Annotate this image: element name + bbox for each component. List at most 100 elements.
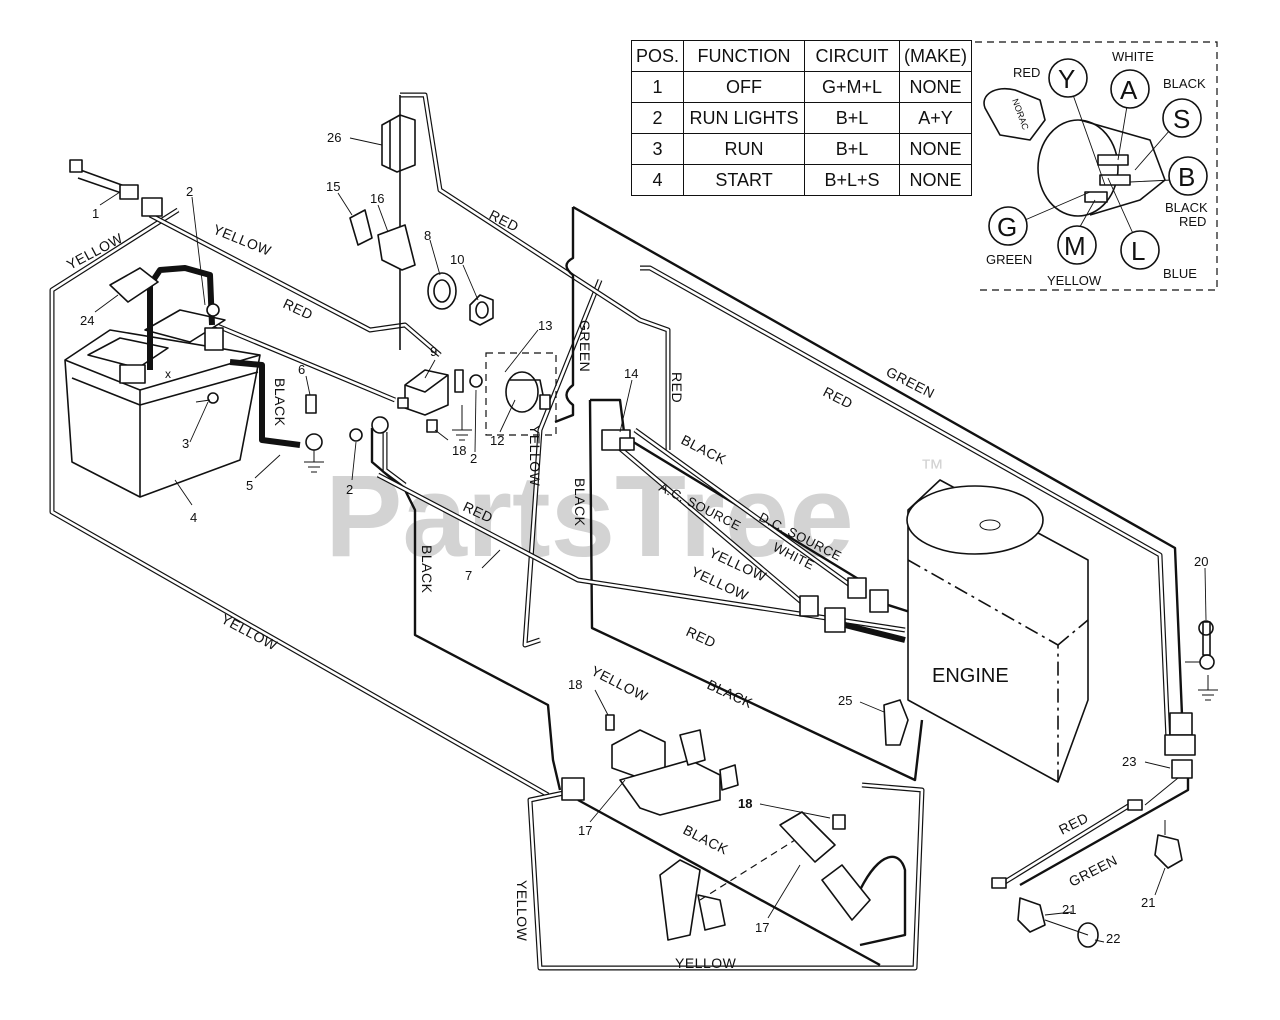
callout-15: 15	[326, 179, 340, 194]
cell-pos: 2	[630, 102, 685, 134]
terminal-g-color: GREEN	[986, 252, 1032, 267]
cell-circuit: B+L	[804, 102, 901, 134]
ignition-key-diagram: NORAC Y A S B G M L RED WHITE BLACK BLAC…	[975, 41, 1218, 291]
header-function: FUNCTION	[683, 40, 806, 72]
callout-17b: 17	[755, 920, 769, 935]
callout-26: 26	[327, 130, 341, 145]
callout-14: 14	[624, 366, 638, 381]
bolts	[206, 303, 1214, 830]
cell-make: NONE	[899, 71, 973, 103]
header-pos: POS.	[630, 40, 685, 72]
terminal-l-color: BLUE	[1163, 266, 1197, 281]
svg-text:BLACK: BLACK	[419, 545, 435, 594]
callout-9: 9	[430, 344, 437, 359]
callout-24: 24	[80, 313, 94, 328]
switch-17-upper	[561, 729, 739, 816]
terminal-s-color: BLACK	[1163, 76, 1206, 91]
svg-text:GREEN: GREEN	[577, 320, 593, 372]
cell-pos: 1	[630, 71, 685, 103]
callout-10: 10	[450, 252, 464, 267]
callout-17a: 17	[578, 823, 592, 838]
terminal-a-color: WHITE	[1112, 49, 1154, 64]
terminal-b-color-2: RED	[1179, 214, 1206, 229]
callout-8: 8	[424, 228, 431, 243]
connector-14	[601, 429, 635, 451]
callout-16: 16	[370, 191, 384, 206]
engine-block: ENGINE	[906, 479, 1089, 783]
callouts: 1 2 3 4 5 6 7 8 9 10 12 13 2 2 14 15 16 …	[80, 130, 1208, 946]
terminal-a: A	[1120, 75, 1138, 105]
cell-make: NONE	[899, 164, 973, 196]
cell-function: START	[683, 164, 806, 196]
table-header-row: POS. FUNCTION CIRCUIT (MAKE)	[630, 40, 973, 72]
switch-position-table: POS. FUNCTION CIRCUIT (MAKE) 1 OFF G+M+L…	[630, 40, 973, 196]
svg-text:YELLOW: YELLOW	[527, 425, 543, 487]
terminal-m-color: YELLOW	[1047, 273, 1102, 288]
terminal-y: Y	[1058, 64, 1075, 94]
battery: x	[64, 309, 261, 498]
red-wire-top	[400, 92, 1171, 741]
callout-2a: 2	[186, 184, 193, 199]
callout-25: 25	[838, 693, 852, 708]
svg-text:RED: RED	[684, 623, 719, 651]
table-row: 1 OFF G+M+L NONE	[630, 71, 973, 103]
callout-18a: 18	[452, 443, 466, 458]
callout-22: 22	[1106, 931, 1120, 946]
cell-function: OFF	[683, 71, 806, 103]
ground-symbols	[304, 405, 1218, 701]
svg-text:YELLOW: YELLOW	[514, 880, 530, 942]
svg-text:BLACK: BLACK	[681, 821, 732, 857]
cell-pos: 3	[630, 133, 685, 165]
svg-text:BLACK: BLACK	[272, 378, 288, 427]
nuts	[427, 272, 494, 326]
cell-circuit: B+L+S	[804, 164, 901, 196]
svg-text:RED: RED	[669, 372, 685, 403]
callout-20: 20	[1194, 554, 1208, 569]
svg-text:BLACK: BLACK	[572, 478, 588, 527]
callout-21a: 21	[1062, 902, 1076, 917]
callout-12: 12	[490, 433, 504, 448]
header-circuit: CIRCUIT	[804, 40, 901, 72]
svg-text:YELLOW: YELLOW	[219, 611, 281, 654]
cell-function: RUN	[683, 133, 806, 165]
callout-5: 5	[246, 478, 253, 493]
callout-2c: 2	[346, 482, 353, 497]
terminal-m: M	[1064, 231, 1086, 261]
cell-pos: 4	[630, 164, 685, 196]
svg-text:x: x	[165, 367, 171, 381]
terminal-g: G	[997, 212, 1017, 242]
svg-text:YELLOW: YELLOW	[675, 955, 737, 971]
part-25	[883, 699, 909, 746]
callout-18c: 18	[738, 796, 752, 811]
header-make: (MAKE)	[899, 40, 973, 72]
callout-7: 7	[465, 568, 472, 583]
callout-3: 3	[182, 436, 189, 451]
part-24	[109, 267, 159, 303]
svg-text:YELLOW: YELLOW	[589, 662, 651, 704]
cell-make: A+Y	[899, 102, 973, 134]
table-row: 3 RUN B+L NONE	[630, 133, 973, 165]
terminal-s: S	[1173, 104, 1190, 134]
cell-circuit: G+M+L	[804, 71, 901, 103]
cell-make: NONE	[899, 133, 973, 165]
watermark-trademark: ™	[920, 455, 944, 482]
callout-4: 4	[190, 510, 197, 525]
connector-1	[69, 159, 163, 217]
switch-17-lower	[659, 811, 871, 941]
part-16	[377, 224, 416, 271]
callout-21b: 21	[1141, 895, 1155, 910]
terminal-b: B	[1178, 162, 1195, 192]
svg-text:RED: RED	[821, 383, 856, 411]
callout-13: 13	[538, 318, 552, 333]
cell-circuit: B+L	[804, 133, 901, 165]
callout-6: 6	[298, 362, 305, 377]
battery-ground-cable	[229, 359, 301, 448]
callout-2b: 2	[470, 451, 477, 466]
svg-text:GREEN: GREEN	[884, 363, 938, 401]
part-15	[349, 209, 373, 246]
table-row: 4 START B+L+S NONE	[630, 164, 973, 196]
solenoid-9	[397, 369, 464, 416]
terminal-y-color: RED	[1013, 65, 1040, 80]
table-row: 2 RUN LIGHTS B+L A+Y	[630, 102, 973, 134]
